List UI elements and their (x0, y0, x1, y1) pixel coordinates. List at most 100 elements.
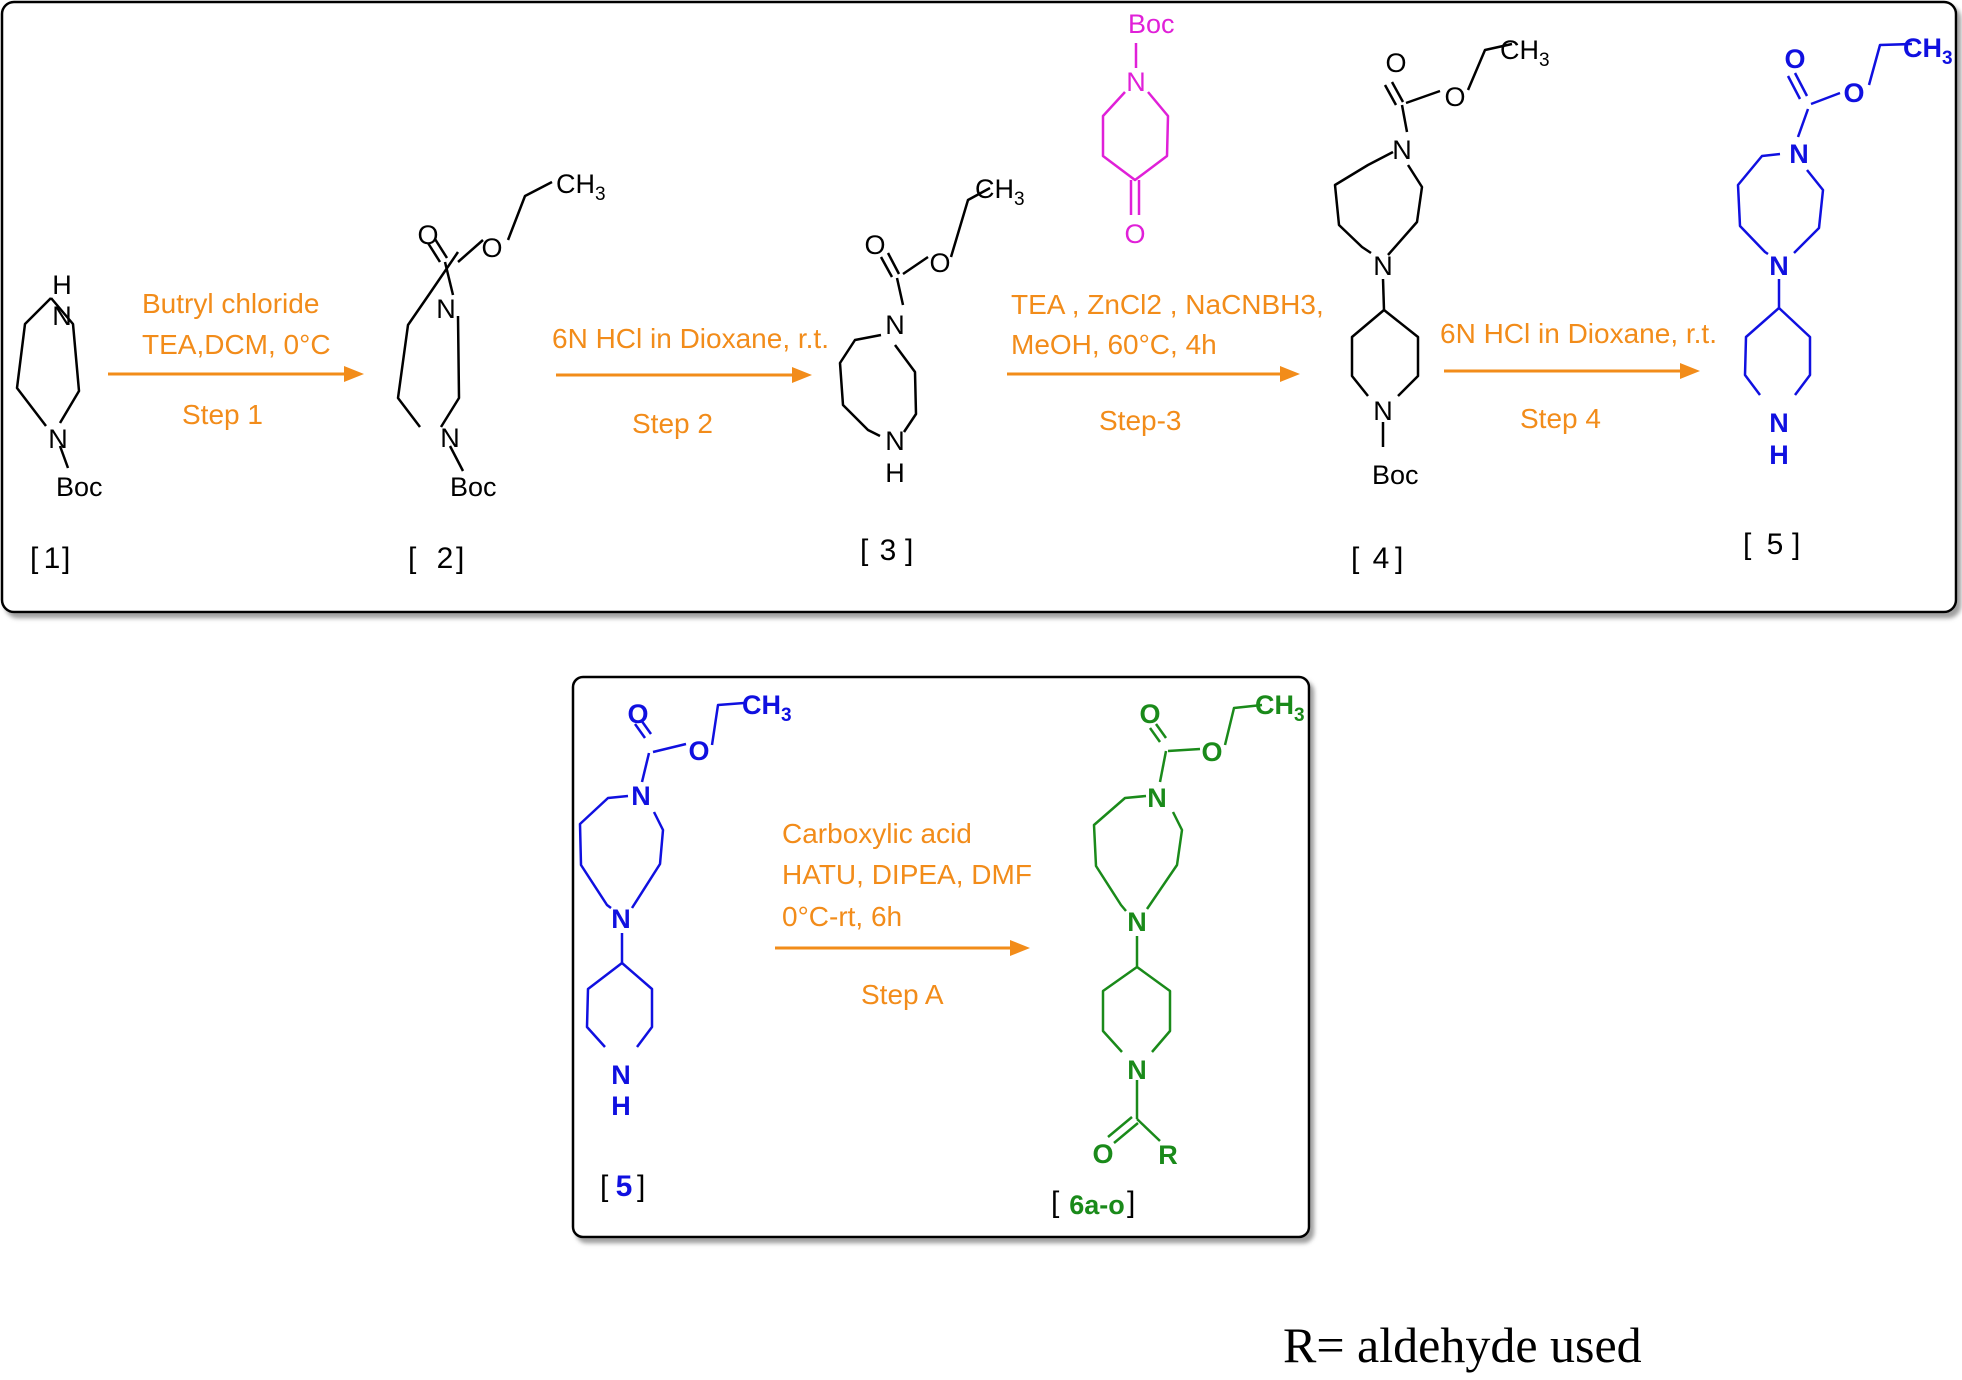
compound-4-n-diazepane: N (1373, 251, 1393, 281)
compound-3-bracket-right: ] (905, 534, 913, 567)
r-group-footnote: R= aldehyde used (1283, 1317, 1642, 1373)
compound-5b-ch3: CH3 (742, 690, 792, 726)
compound-3-n-ester: N (885, 310, 905, 340)
boc-piperidinone-n: N (1126, 67, 1146, 97)
compound-6-bracket-left: [ (1051, 1186, 1060, 1219)
step-4-label: Step 4 (1520, 403, 1601, 434)
bottom-scheme-box (571, 675, 1311, 1239)
compound-5-label: 5 (1767, 528, 1784, 561)
compound-6-label: 6a-o (1069, 1190, 1125, 1220)
compound-1-label: 1 (44, 542, 61, 575)
step-a-reagent-2: HATU, DIPEA, DMF (782, 859, 1032, 890)
compound-3-nh-n: N (885, 426, 905, 456)
compound-4-ester-o: O (1444, 82, 1465, 112)
compound-2-bracket-right: ] (456, 542, 464, 575)
compound-5-ch3: CH3 (1903, 33, 1953, 69)
step-4-arrowhead (1680, 363, 1700, 379)
compound-6-structure (1092, 703, 1263, 1144)
compound-5b-label: 5 (616, 1170, 633, 1203)
compound-4-ch3: CH3 (1500, 35, 1550, 71)
step-1-reagent-2: TEA,DCM, 0°C (142, 329, 331, 360)
compound-2-label: 2 (437, 542, 454, 575)
compound-3-bracket-left: [ (860, 534, 869, 567)
compound-2-ester-o: O (481, 233, 502, 263)
compound-2-ch3: CH3 (556, 169, 606, 205)
step-a-arrowhead (1010, 940, 1030, 956)
step-a-reagent-1: Carboxylic acid (782, 818, 972, 849)
compound-1-boc: Boc (56, 472, 103, 502)
compound-4-n-piperidine: N (1373, 396, 1393, 426)
compound-6-n-ester: N (1147, 783, 1167, 813)
compound-5-bracket-right: ] (1792, 528, 1800, 561)
step-a-reagent-3: 0°C-rt, 6h (782, 901, 902, 932)
step-3-arrowhead (1280, 366, 1300, 382)
compound-5b-n-ester: N (631, 781, 651, 811)
compound-5-bracket-left: [ (1743, 528, 1752, 561)
compound-2-n-boc: N (440, 423, 460, 453)
compound-2-n-ester: N (436, 294, 456, 324)
compound-4-bracket-left: [ (1351, 542, 1360, 575)
compound-6-ch3: CH3 (1255, 690, 1305, 726)
step-a-label: Step A (861, 979, 944, 1010)
step-4-reagent-1: 6N HCl in Dioxane, r.t. (1440, 318, 1717, 349)
compound-3-ch3: CH3 (975, 174, 1025, 210)
compound-6-carbonyl-o: O (1139, 699, 1160, 729)
compound-4-carbonyl-o: O (1385, 48, 1406, 78)
compound-1-structure (15, 297, 81, 469)
step-1-label: Step 1 (182, 399, 263, 430)
compound-6-ester-o: O (1201, 737, 1222, 767)
step-2-reagent-1: 6N HCl in Dioxane, r.t. (552, 323, 829, 354)
compound-5-nh-n: N (1769, 408, 1789, 438)
top-scheme-box (0, 0, 1958, 614)
compound-5b-ester-o: O (688, 736, 709, 766)
compound-3-ester-o: O (929, 248, 950, 278)
compound-5b-carbonyl-o: O (627, 699, 648, 729)
compound-4-bracket-right: ] (1395, 542, 1403, 575)
step-3-reagent-2: MeOH, 60°C, 4h (1011, 329, 1217, 360)
compound-6-bracket-right: ] (1127, 1186, 1135, 1219)
compound-5-nh-h: H (1769, 440, 1789, 470)
reaction-arrows (108, 363, 1700, 956)
step-3-reagent-1: TEA , ZnCl2 , NaCNBH3, (1011, 289, 1324, 320)
step-1-reagent-1: Butryl chloride (142, 288, 319, 319)
compound-5b-nh-h: H (611, 1091, 631, 1121)
compound-6-r-group: R (1158, 1140, 1178, 1170)
compound-6-n-piperidine: N (1127, 1055, 1147, 1085)
compound-6-acyl-o: O (1092, 1139, 1113, 1169)
boc-piperidinone-boc: Boc (1128, 9, 1175, 39)
compound-5-n-diazepane: N (1769, 251, 1789, 281)
boc-piperidinone-o: O (1124, 219, 1145, 249)
compound-5-ester-o: O (1843, 78, 1864, 108)
compound-1-n-boc: N (48, 424, 68, 454)
compound-6-n-diazepane: N (1127, 907, 1147, 937)
compound-1-bracket-left: [ (30, 542, 39, 575)
compound-4-boc: Boc (1372, 460, 1419, 490)
compound-5b-bracket-right: ] (637, 1170, 645, 1203)
compound-5-carbonyl-o: O (1784, 44, 1805, 74)
compound-1-nh-h: H (52, 270, 72, 300)
compound-1-bracket-right: ] (62, 542, 70, 575)
step-2-arrowhead (792, 367, 812, 383)
compound-2-boc: Boc (450, 472, 497, 502)
compound-3-label: 3 (880, 534, 897, 567)
compound-3-carbonyl-o: O (864, 230, 885, 260)
step-2-label: Step 2 (632, 408, 713, 439)
compound-5b-n-diazepane: N (611, 904, 631, 934)
compound-2-structure (396, 180, 553, 472)
boc-piperidinone-structure (1101, 43, 1170, 215)
compound-3-structure (838, 186, 991, 438)
step-3-label: Step-3 (1099, 405, 1182, 436)
compound-4-structure (1333, 42, 1513, 447)
compound-4-n-ester: N (1392, 135, 1412, 165)
compound-5-structure (1736, 42, 1913, 396)
compound-5b-bracket-left: [ (600, 1170, 609, 1203)
compound-3-nh-h: H (885, 458, 905, 488)
compound-1-nh-n: N (52, 301, 72, 331)
compound-5b-nh-n: N (611, 1060, 631, 1090)
compound-4-label: 4 (1373, 542, 1390, 575)
compound-2-bracket-left: [ (408, 542, 417, 575)
step-1-arrowhead (344, 366, 364, 382)
compound-5b-structure (578, 701, 745, 1048)
compound-2-carbonyl-o: O (417, 220, 438, 250)
